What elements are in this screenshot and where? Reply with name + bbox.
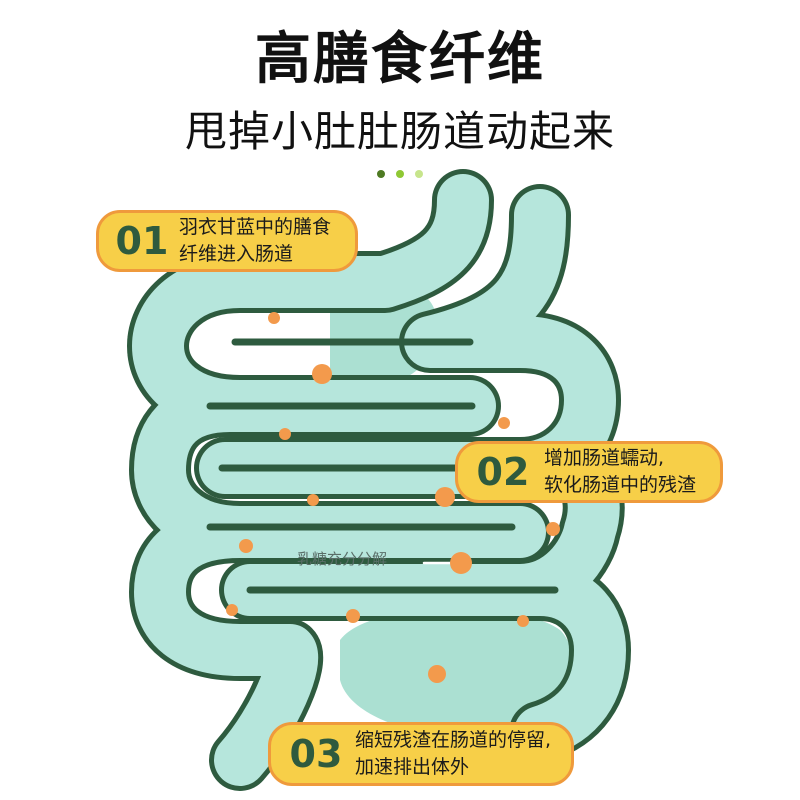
- step-text-line: 羽衣甘蓝中的膳食: [179, 216, 332, 238]
- page-subtitle: 甩掉小肚肚肠道动起来: [184, 107, 615, 156]
- particle: [498, 417, 510, 429]
- particle: [312, 364, 332, 384]
- step-number: 01: [115, 219, 169, 263]
- intestine-fill: [132, 174, 546, 786]
- fold-lines: [206, 338, 559, 594]
- particle: [346, 609, 360, 623]
- step-text: 增加肠道蠕动, 软化肠道中的残渣: [544, 445, 696, 499]
- page-title: 高膳食纤维: [255, 27, 545, 92]
- step-text-line: 软化肠道中的残渣: [544, 474, 697, 496]
- particle: [268, 312, 280, 324]
- fiber-particles: [226, 312, 560, 683]
- step-callout-2: 02 增加肠道蠕动, 软化肠道中的残渣: [455, 441, 723, 503]
- step-text-line: 加速排出体外: [355, 756, 470, 778]
- lactose-annotation: 乳糖充分分解: [297, 550, 388, 568]
- particle: [226, 604, 238, 616]
- step-text-line: 增加肠道蠕动,: [544, 447, 665, 469]
- step-number: 02: [476, 450, 530, 494]
- step-text: 缩短残渣在肠道的停留, 加速排出体外: [355, 727, 551, 781]
- blob-lower: [340, 608, 572, 736]
- particle: [279, 428, 291, 440]
- step-text-line: 缩短残渣在肠道的停留,: [355, 729, 552, 751]
- step-callout-1: 01 羽衣甘蓝中的膳食 纤维进入肠道: [96, 210, 358, 272]
- particle: [435, 487, 455, 507]
- flow-arrow-icon: [212, 338, 232, 358]
- step-text-line: 纤维进入肠道: [179, 243, 294, 265]
- dot-light: [415, 170, 423, 178]
- flow-arrow-icon: [212, 338, 542, 565]
- step-number: 03: [289, 732, 343, 776]
- dot-dark: [377, 170, 385, 178]
- flow-arrow-icon: [520, 398, 542, 418]
- step-callout-3: 03 缩短残渣在肠道的停留, 加速排出体外: [268, 722, 574, 786]
- dot-mid: [396, 170, 404, 178]
- particle: [307, 494, 319, 506]
- particle: [239, 539, 253, 553]
- step-text: 羽衣甘蓝中的膳食 纤维进入肠道: [179, 214, 331, 268]
- particle: [546, 522, 560, 536]
- particle: [428, 665, 446, 683]
- particle: [517, 615, 529, 627]
- particle: [450, 552, 472, 574]
